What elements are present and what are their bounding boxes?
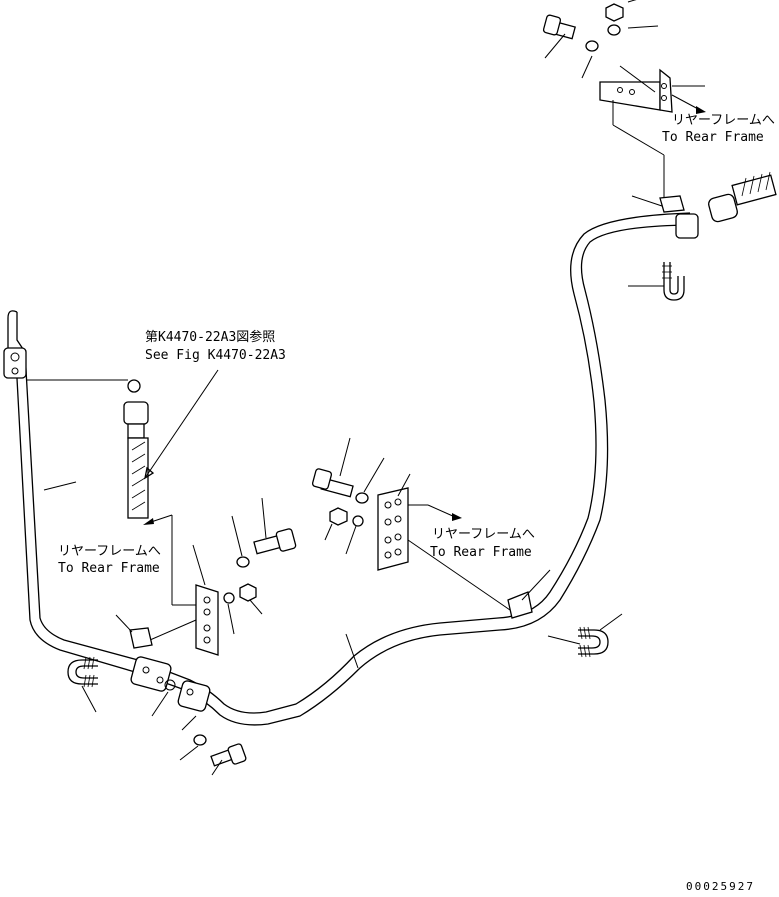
figure-number: 00025927 — [686, 880, 755, 892]
right-u-bolt — [578, 626, 609, 658]
bottom-bolt — [210, 743, 247, 767]
left-pipe-clip — [129, 627, 153, 649]
callout-leaders — [43, 0, 705, 776]
left-rear-frame-arrow — [143, 514, 196, 606]
rear-frame-note-top-en: To Rear Frame — [662, 130, 764, 145]
center-fasteners — [311, 468, 369, 527]
main-pipe — [7, 212, 691, 726]
upper-right-clip — [659, 195, 685, 213]
rear-frame-note-left-jp: リヤーフレームへ — [58, 544, 161, 559]
mid-flange — [177, 680, 211, 712]
o-ring — [164, 679, 176, 691]
middle-fasteners — [223, 528, 297, 604]
rear-frame-note-center-jp: リヤーフレームへ — [432, 527, 535, 542]
left-bracket-plate — [149, 584, 219, 656]
bottom-washer — [193, 734, 207, 746]
upper-right-bracket — [599, 68, 706, 200]
rear-frame-note-left-en: To Rear Frame — [58, 561, 160, 576]
hose-assembly — [123, 369, 219, 519]
upper-right-fasteners — [542, 3, 624, 52]
left-u-bolt — [67, 656, 98, 688]
right-pipe-clip — [507, 591, 533, 619]
top-left-fitting — [3, 347, 141, 393]
upper-right-hose-fitting — [675, 171, 777, 239]
rear-frame-note-top-jp: リヤーフレームへ — [672, 113, 775, 128]
center-bracket-plate — [377, 487, 511, 611]
j-hook — [662, 262, 685, 301]
reference-note-jp: 第K4470-22A3図参照 — [145, 329, 275, 345]
rear-frame-note-center-en: To Rear Frame — [430, 545, 532, 560]
reference-note-en: See Fig K4470-22A3 — [145, 348, 286, 363]
left-flange — [130, 656, 172, 692]
